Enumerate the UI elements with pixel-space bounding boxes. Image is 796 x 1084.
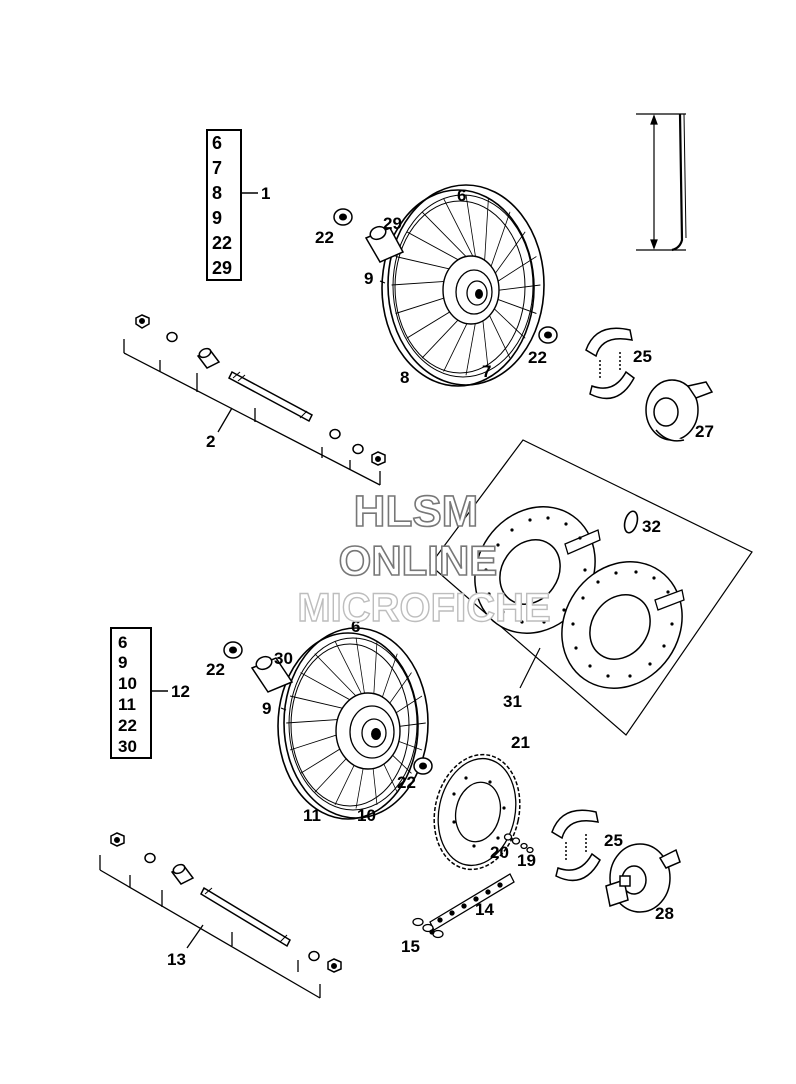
front-bearing-left [333, 208, 353, 226]
rear-wheel [277, 627, 429, 820]
callout-6: 6 [457, 186, 466, 205]
callout-25: 25 [604, 831, 623, 850]
rear-bearing-right [413, 757, 433, 775]
box-item: 11 [118, 695, 136, 714]
callout-27: 27 [695, 422, 714, 441]
front-spacer [364, 225, 405, 263]
callout-20: 20 [490, 843, 509, 862]
rear-spacer [250, 655, 294, 693]
watermark: HLSM ONLINE MICROFICHE [297, 486, 552, 631]
callout-13: 13 [167, 950, 186, 969]
callout-19: 19 [517, 851, 536, 870]
callout-9: 9 [364, 269, 373, 288]
callout-31: 31 [503, 692, 522, 711]
front-wheel [381, 184, 545, 387]
rear-brake-plate [605, 843, 681, 913]
parts-box-rear: 6 9 10 11 22 30 12 [110, 627, 190, 759]
front-brake-shoes [585, 327, 635, 400]
rear-brake-shoes [551, 809, 601, 882]
front-bearing-right [538, 326, 558, 344]
callout-30: 30 [274, 649, 293, 668]
callout-12: 12 [171, 682, 190, 701]
watermark-line-2: ONLINE [339, 537, 498, 584]
callout-7: 7 [482, 362, 491, 381]
callout-22: 22 [315, 228, 334, 247]
box-item: 6 [118, 633, 127, 652]
box-item: 22 [212, 233, 232, 253]
gasket-left [474, 506, 601, 634]
callout-32: 32 [642, 517, 661, 536]
callout-22: 22 [206, 660, 225, 679]
box-item: 30 [118, 737, 137, 756]
box-item: 22 [118, 716, 137, 735]
drive-chain [429, 873, 515, 931]
box-item: 29 [212, 258, 232, 278]
gasket-right [561, 561, 685, 689]
callout-1: 1 [261, 184, 270, 203]
watermark-line-1: HLSM [354, 487, 479, 536]
box-item: 9 [118, 653, 127, 672]
watermark-line-3: MICROFICHE [297, 586, 550, 630]
callout-2: 2 [206, 432, 215, 451]
chain-master-link [412, 917, 444, 939]
front-axle-assembly [123, 314, 386, 486]
rear-axle-assembly [99, 832, 342, 999]
callout-11: 11 [303, 806, 321, 825]
box-item: 7 [212, 158, 222, 178]
box-item: 6 [212, 133, 222, 153]
callout-22: 22 [528, 348, 547, 367]
callout-28: 28 [655, 904, 674, 923]
callout-25: 25 [633, 347, 652, 366]
parts-box-front: 6 7 8 9 22 29 1 [206, 129, 270, 281]
callout-29: 29 [383, 214, 402, 233]
callout-6: 6 [351, 617, 360, 636]
callout-22: 22 [397, 773, 416, 792]
callout-21: 21 [511, 733, 530, 752]
rear-sprocket [433, 753, 521, 871]
chain-adjuster-parts [503, 833, 534, 854]
spoke-gauge [636, 113, 687, 252]
gasket-inset [429, 439, 753, 736]
box-item: 9 [212, 208, 222, 228]
callout-8: 8 [400, 368, 409, 387]
callout-9: 9 [262, 699, 271, 718]
front-brake-plate [645, 379, 714, 442]
callout-14: 14 [475, 900, 494, 919]
callout-10: 10 [357, 806, 376, 825]
box-item: 10 [118, 674, 137, 693]
callout-15: 15 [401, 937, 420, 956]
rear-bearing-left [223, 641, 243, 659]
box-item: 8 [212, 183, 222, 203]
